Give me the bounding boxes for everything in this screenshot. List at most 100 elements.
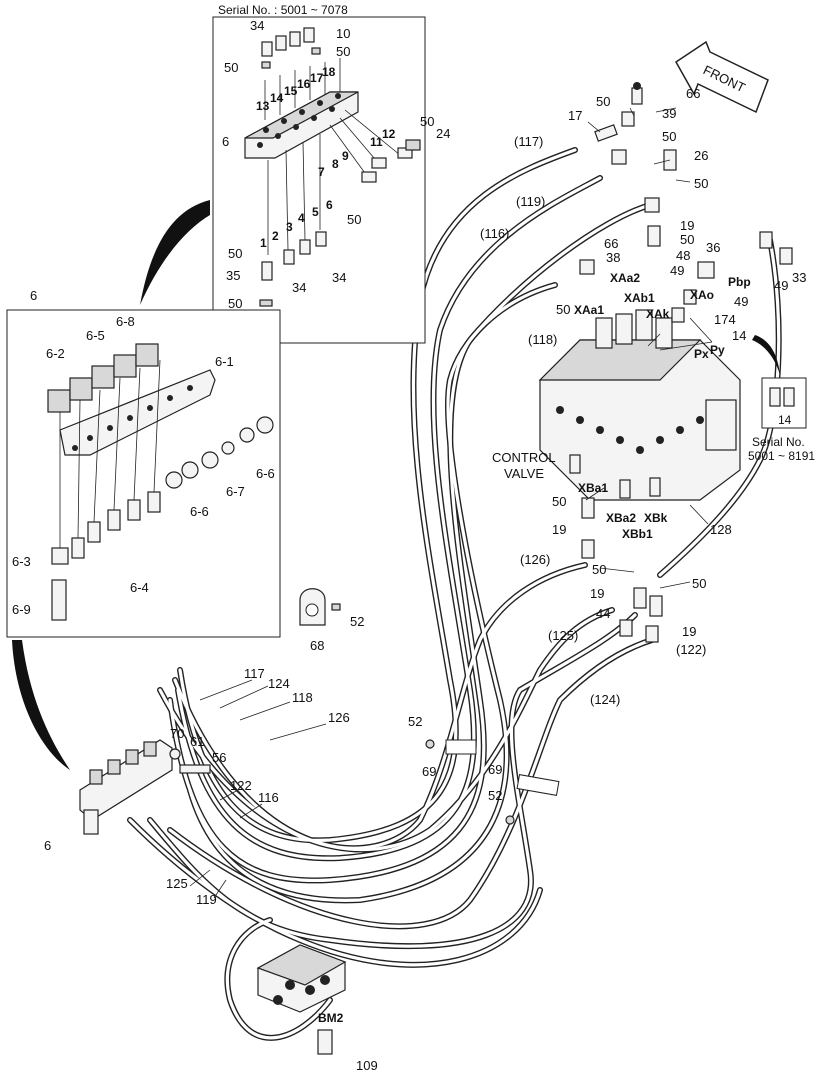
- inset-top-serial-text: Serial No. : 5001 ~ 7078: [218, 3, 348, 17]
- mounting-bracket: [59, 369, 216, 456]
- callout-119: (119): [516, 194, 545, 209]
- callout-19: 19: [552, 522, 566, 537]
- callout-6-6: 6-6: [190, 504, 209, 519]
- callout-50: 50: [556, 302, 570, 317]
- callout-11: 11: [370, 135, 383, 149]
- callout-17: 17: [310, 71, 324, 85]
- callout-34: 34: [250, 18, 264, 33]
- fittings-top-row: [261, 27, 321, 69]
- hose-2-inner: [176, 176, 602, 860]
- callout-1: 1: [260, 236, 267, 250]
- callout-xaa1: XAa1: [574, 303, 604, 317]
- callout-xab1: XAb1: [624, 291, 655, 305]
- callout-50: 50: [592, 562, 606, 577]
- clamp-69: [425, 739, 560, 825]
- hose-9-inner: [658, 238, 781, 577]
- callout-8: 8: [332, 157, 339, 171]
- callout-38: 38: [606, 250, 620, 265]
- callout-66: 66: [686, 86, 700, 101]
- callout-2: 2: [272, 229, 279, 243]
- callout-50: 50: [662, 129, 676, 144]
- sub-block-bm2: BM2 109: [256, 944, 378, 1073]
- callout-109: 109: [356, 1058, 378, 1073]
- callout-34: 34: [332, 270, 346, 285]
- callout-26: 26: [694, 148, 708, 163]
- callout-7: 7: [318, 165, 325, 179]
- callout-49: 49: [734, 294, 748, 309]
- callout-6-6: 6-6: [256, 466, 275, 481]
- valve-fittings: [317, 82, 793, 1055]
- hose-11-inner: [225, 918, 332, 1040]
- callout-xba1: XBa1: [578, 481, 608, 495]
- callout-52: 52: [408, 714, 422, 729]
- callout-10: 10: [336, 26, 350, 41]
- callout-119: 119: [196, 892, 217, 907]
- callout-50: 50: [228, 296, 242, 311]
- callout-117: (117): [514, 134, 543, 149]
- callout-xaa2: XAa2: [610, 271, 640, 285]
- callout-52: 52: [350, 614, 364, 629]
- callout-69: 69: [422, 764, 436, 779]
- callout-56: 56: [212, 750, 226, 765]
- callout-xao: XAo: [690, 288, 714, 302]
- callout-19: 19: [680, 218, 694, 233]
- callout-14: 14: [270, 91, 284, 105]
- callout-17: 17: [568, 108, 582, 123]
- callout-50: 50: [224, 60, 238, 75]
- callout-24: 24: [436, 126, 450, 141]
- callout-49: 49: [774, 278, 788, 293]
- callout-6: 6: [222, 134, 229, 149]
- callout-9: 9: [342, 149, 349, 163]
- clamp-68: 68 52: [299, 588, 364, 653]
- callout-49: 49: [670, 263, 684, 278]
- callout-118: 118: [292, 690, 313, 705]
- callout-34: 34: [292, 280, 306, 295]
- callout-50: 50: [596, 94, 610, 109]
- hose-4-inner: [188, 283, 557, 902]
- callout-6-2: 6-2: [46, 346, 65, 361]
- callout-50: 50: [552, 494, 566, 509]
- callout-6-5: 6-5: [86, 328, 105, 343]
- callout-33: 33: [792, 270, 806, 285]
- callout-48: 48: [676, 248, 690, 263]
- callout-swoosh-left: [12, 640, 70, 770]
- inset-right-serial-5001-8191: 14 Serial No. 5001 ~ 8191: [748, 335, 815, 463]
- manifold-block: [244, 91, 359, 159]
- callout-6-1: 6-1: [215, 354, 234, 369]
- hose-10-inner: [128, 818, 542, 967]
- callout-6-7: 6-7: [226, 484, 245, 499]
- callout-66: 66: [604, 236, 618, 251]
- callout-124: (124): [590, 692, 620, 707]
- hose-3-inner: [168, 203, 652, 883]
- callout-6-8: 6-8: [116, 314, 135, 329]
- control-valve-label-line1: CONTROL: [492, 450, 556, 465]
- callout-116: 116: [258, 790, 279, 805]
- callout-xak: XAk: [646, 307, 670, 321]
- callout-36: 36: [706, 240, 720, 255]
- callout-xbb1: XBb1: [622, 527, 653, 541]
- callout-122: (122): [676, 642, 706, 657]
- callout-44: 44: [596, 606, 610, 621]
- callout-61: 61: [190, 734, 204, 749]
- callout-14: 14: [732, 328, 746, 343]
- callout-125: (125): [548, 628, 578, 643]
- callout-126: (126): [520, 552, 550, 567]
- callout-16: 16: [297, 77, 311, 91]
- callout-px: Px: [694, 347, 709, 361]
- callout-50: 50: [347, 212, 361, 227]
- callout-6-3: 6-3: [12, 554, 31, 569]
- callout-70: 70: [170, 726, 184, 741]
- callout-117: 117: [244, 666, 265, 681]
- callout-swoosh-top: [140, 200, 210, 305]
- callout-4: 4: [298, 211, 305, 225]
- inset-right-serial-range: 5001 ~ 8191: [748, 449, 815, 463]
- callout-52: 52: [488, 788, 502, 803]
- callout-39: 39: [662, 106, 676, 121]
- leader-lines: [189, 107, 713, 899]
- callout-128: 128: [710, 522, 732, 537]
- callout-116: (116): [480, 226, 509, 241]
- callout-19: 19: [590, 586, 604, 601]
- control-valve-label-line2: VALVE: [504, 466, 544, 481]
- control-valve: CONTROL VALVE: [492, 309, 741, 501]
- callout-xbk: XBk: [644, 511, 668, 525]
